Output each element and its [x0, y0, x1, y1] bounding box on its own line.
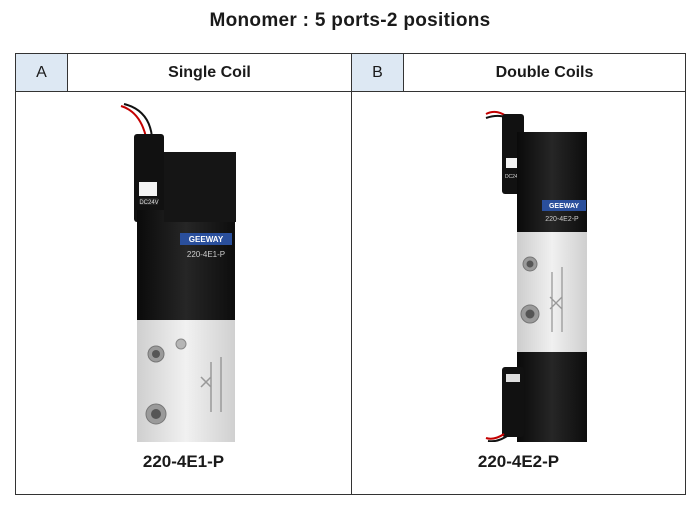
coil-block-top [517, 132, 587, 232]
black-wire-bottom [487, 433, 511, 443]
column-letter: B [352, 54, 404, 91]
connector-plug [134, 134, 164, 222]
model-etching: 220-4E2-P [545, 216, 579, 223]
voltage-label-top: DC24V [505, 174, 522, 180]
coil-top [164, 152, 236, 222]
page-title: Monomer : 5 ports-2 positions [209, 10, 491, 31]
brand-text: GEEWAY [549, 203, 579, 210]
column-header: A Single Coil [16, 54, 351, 92]
red-wire [120, 105, 147, 138]
column-letter: A [16, 54, 68, 91]
column-label: Single Coil [168, 63, 251, 81]
product-photo-double-coils: DC24V GEEWAY 220-4E2-P [352, 92, 685, 447]
column-header: B Double Coils [352, 54, 685, 92]
connector-plug-bottom [502, 367, 524, 437]
brand-text: GEEWAY [189, 235, 224, 244]
model-number: 220-4E2-P [477, 452, 560, 471]
symbol-engraving [200, 357, 222, 412]
column-single-coil: A Single Coil [16, 54, 352, 494]
voltage-label: DC24V [139, 200, 158, 206]
coil-block [137, 210, 235, 320]
brand-logo [542, 200, 586, 211]
column-double-coils: B Double Coils [352, 54, 685, 494]
product-table: A Single Coil [15, 53, 686, 495]
symbol-engraving [549, 267, 563, 332]
coil-block-bottom [517, 352, 587, 447]
column-label: Double Coils [495, 63, 594, 81]
brand-logo [180, 233, 232, 245]
indicator-window [139, 182, 157, 196]
product-photo-single-coil: DC24V GEEWAY 220-4E1-P [16, 92, 351, 484]
model-number: 220-4E1-P [142, 452, 225, 471]
model-etching: 220-4E1-P [187, 250, 225, 259]
black-wire [123, 103, 153, 138]
red-wire-bottom [485, 433, 505, 440]
